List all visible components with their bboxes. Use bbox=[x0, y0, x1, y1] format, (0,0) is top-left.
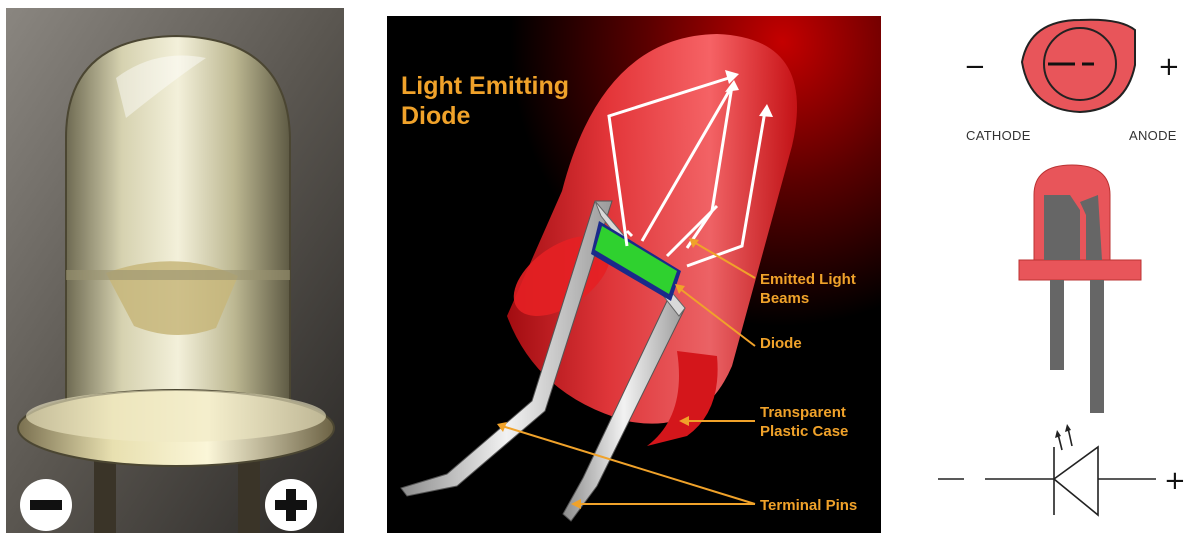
side-leg-anode bbox=[1090, 280, 1104, 413]
photo-led-dome bbox=[66, 36, 290, 403]
plus-badge bbox=[265, 479, 317, 531]
led-schematic-illustration: − + CATHODE ANODE − + bbox=[930, 0, 1184, 533]
side-leg-cathode bbox=[1050, 280, 1064, 370]
label-case-line2: Plastic Case bbox=[760, 423, 848, 440]
diagram-title-line1: Light Emitting bbox=[401, 72, 569, 100]
label-emitted-light-line2: Beams bbox=[760, 290, 809, 307]
label-emitted-light-line1: Emitted Light bbox=[760, 271, 856, 288]
led-top-view bbox=[1002, 3, 1135, 117]
minus-badge bbox=[20, 479, 72, 531]
led-labelled-diagram: Light Emitting Diode Emitted Light Beams… bbox=[387, 16, 881, 533]
label-terminal-pins: Terminal Pins bbox=[760, 497, 857, 514]
led-side-view bbox=[1019, 165, 1141, 413]
top-minus-sign: − bbox=[964, 52, 986, 82]
led-circuit-symbol bbox=[985, 428, 1156, 515]
diagram-title-line2: Diode bbox=[401, 102, 471, 130]
led-photo-illustration bbox=[6, 8, 344, 533]
top-plus-sign: + bbox=[1158, 52, 1180, 82]
led-diagram-illustration: Light Emitting Diode Emitted Light Beams… bbox=[387, 16, 881, 533]
led-schematic-panel: − + CATHODE ANODE − + bbox=[930, 0, 1184, 533]
label-diode: Diode bbox=[760, 335, 802, 352]
cathode-label: CATHODE bbox=[966, 128, 1031, 143]
bottom-plus-sign: + bbox=[1164, 466, 1184, 496]
led-photo bbox=[6, 8, 344, 533]
anode-label: ANODE bbox=[1129, 128, 1177, 143]
label-case-line1: Transparent bbox=[760, 404, 846, 421]
